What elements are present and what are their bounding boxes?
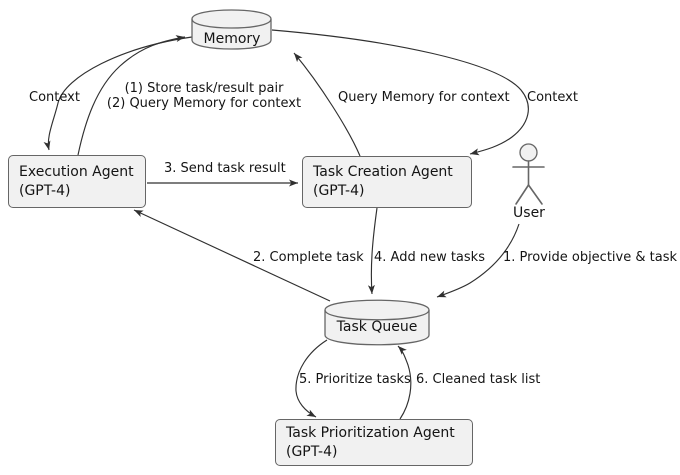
task-creation-agent-model: (GPT-4) bbox=[313, 183, 365, 199]
node-task-prioritization-agent: Task Prioritization Agent (GPT-4) bbox=[275, 419, 473, 466]
task-queue-cylinder-body bbox=[324, 299, 430, 346]
task-queue-label: Task Queue bbox=[336, 319, 418, 335]
edge-label-context-left: Context bbox=[29, 90, 80, 105]
node-task-creation-agent: Task Creation Agent (GPT-4) bbox=[302, 156, 472, 208]
user-actor-right-leg bbox=[527, 184, 543, 205]
user-actor-head bbox=[519, 143, 538, 162]
memory-cylinder-rim bbox=[191, 18, 272, 29]
edge-execution-to-memory bbox=[77, 35, 186, 156]
memory-cylinder-body bbox=[191, 9, 272, 50]
edge-label-provide-objective: 1. Provide objective & task bbox=[503, 250, 677, 265]
memory-cylinder bbox=[191, 9, 272, 50]
edges-group bbox=[43, 29, 529, 420]
edge-user-to-task-queue bbox=[436, 223, 520, 298]
edge-prioritization-to-task-queue bbox=[397, 345, 412, 420]
edge-label-query-memory: Query Memory for context bbox=[338, 90, 510, 105]
node-execution-agent: Execution Agent (GPT-4) bbox=[8, 155, 146, 208]
edge-label-send-task-result: 3. Send task result bbox=[164, 161, 286, 176]
edge-label-prioritize-tasks: 5. Prioritize tasks bbox=[299, 372, 411, 387]
edge-memory-context-to-task-creation bbox=[271, 29, 529, 156]
user-actor-left-leg bbox=[515, 184, 530, 205]
user-actor-icon bbox=[512, 143, 545, 205]
edge-memory-context-to-execution bbox=[43, 36, 193, 151]
task-queue-cylinder-rim bbox=[324, 309, 430, 321]
edge-label-store-query-line2: (2) Query Memory for context bbox=[106, 96, 302, 111]
task-prioritization-agent-model: (GPT-4) bbox=[286, 443, 338, 460]
edge-task-creation-to-task-queue bbox=[367, 207, 378, 295]
execution-agent-name: Execution Agent bbox=[19, 163, 134, 180]
user-label: User bbox=[513, 205, 545, 221]
edge-task-queue-to-execution bbox=[133, 209, 331, 302]
task-prioritization-agent-name: Task Prioritization Agent bbox=[286, 424, 455, 441]
edge-label-context-right: Context bbox=[527, 90, 578, 105]
edge-label-cleaned-task-list: 6. Cleaned task list bbox=[416, 372, 541, 387]
edge-task-queue-to-prioritization bbox=[295, 339, 328, 418]
task-creation-agent-name: Task Creation Agent bbox=[313, 164, 453, 180]
edge-label-store-query-line1: (1) Store task/result pair bbox=[124, 81, 284, 96]
edge-label-add-new-tasks: 4. Add new tasks bbox=[374, 250, 485, 265]
execution-agent-model: (GPT-4) bbox=[19, 182, 71, 199]
edge-task-creation-to-memory bbox=[293, 52, 361, 157]
memory-label: Memory bbox=[203, 31, 261, 47]
task-queue-cylinder bbox=[324, 299, 430, 346]
edge-label-store-query: (1) Store task/result pair (2) Query Mem… bbox=[104, 81, 304, 111]
edge-label-complete-task: 2. Complete task bbox=[253, 250, 364, 265]
